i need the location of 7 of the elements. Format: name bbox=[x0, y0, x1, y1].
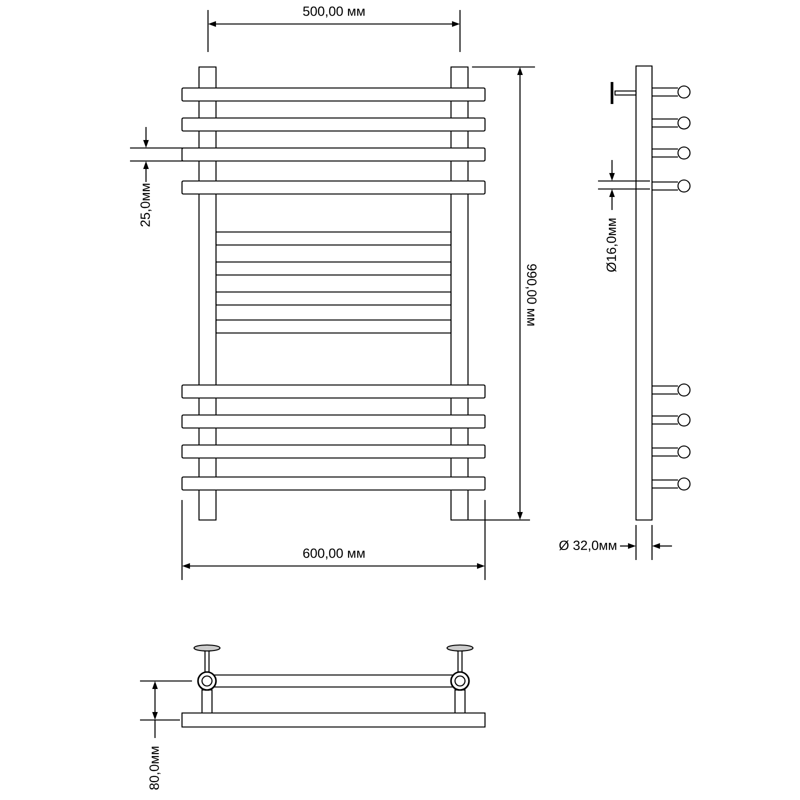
dimension-label: Ø16,0мм bbox=[606, 218, 618, 272]
dimension-label: 990,00 мм bbox=[526, 264, 536, 326]
dimension-label: 80,0мм bbox=[150, 746, 161, 790]
dimension-label: 500,00 мм bbox=[303, 6, 364, 18]
dimension-label: 25,0мм bbox=[140, 184, 152, 226]
dimension-label: Ø 32,0мм bbox=[559, 540, 616, 552]
dimension-label: 600,00 мм bbox=[303, 548, 364, 560]
